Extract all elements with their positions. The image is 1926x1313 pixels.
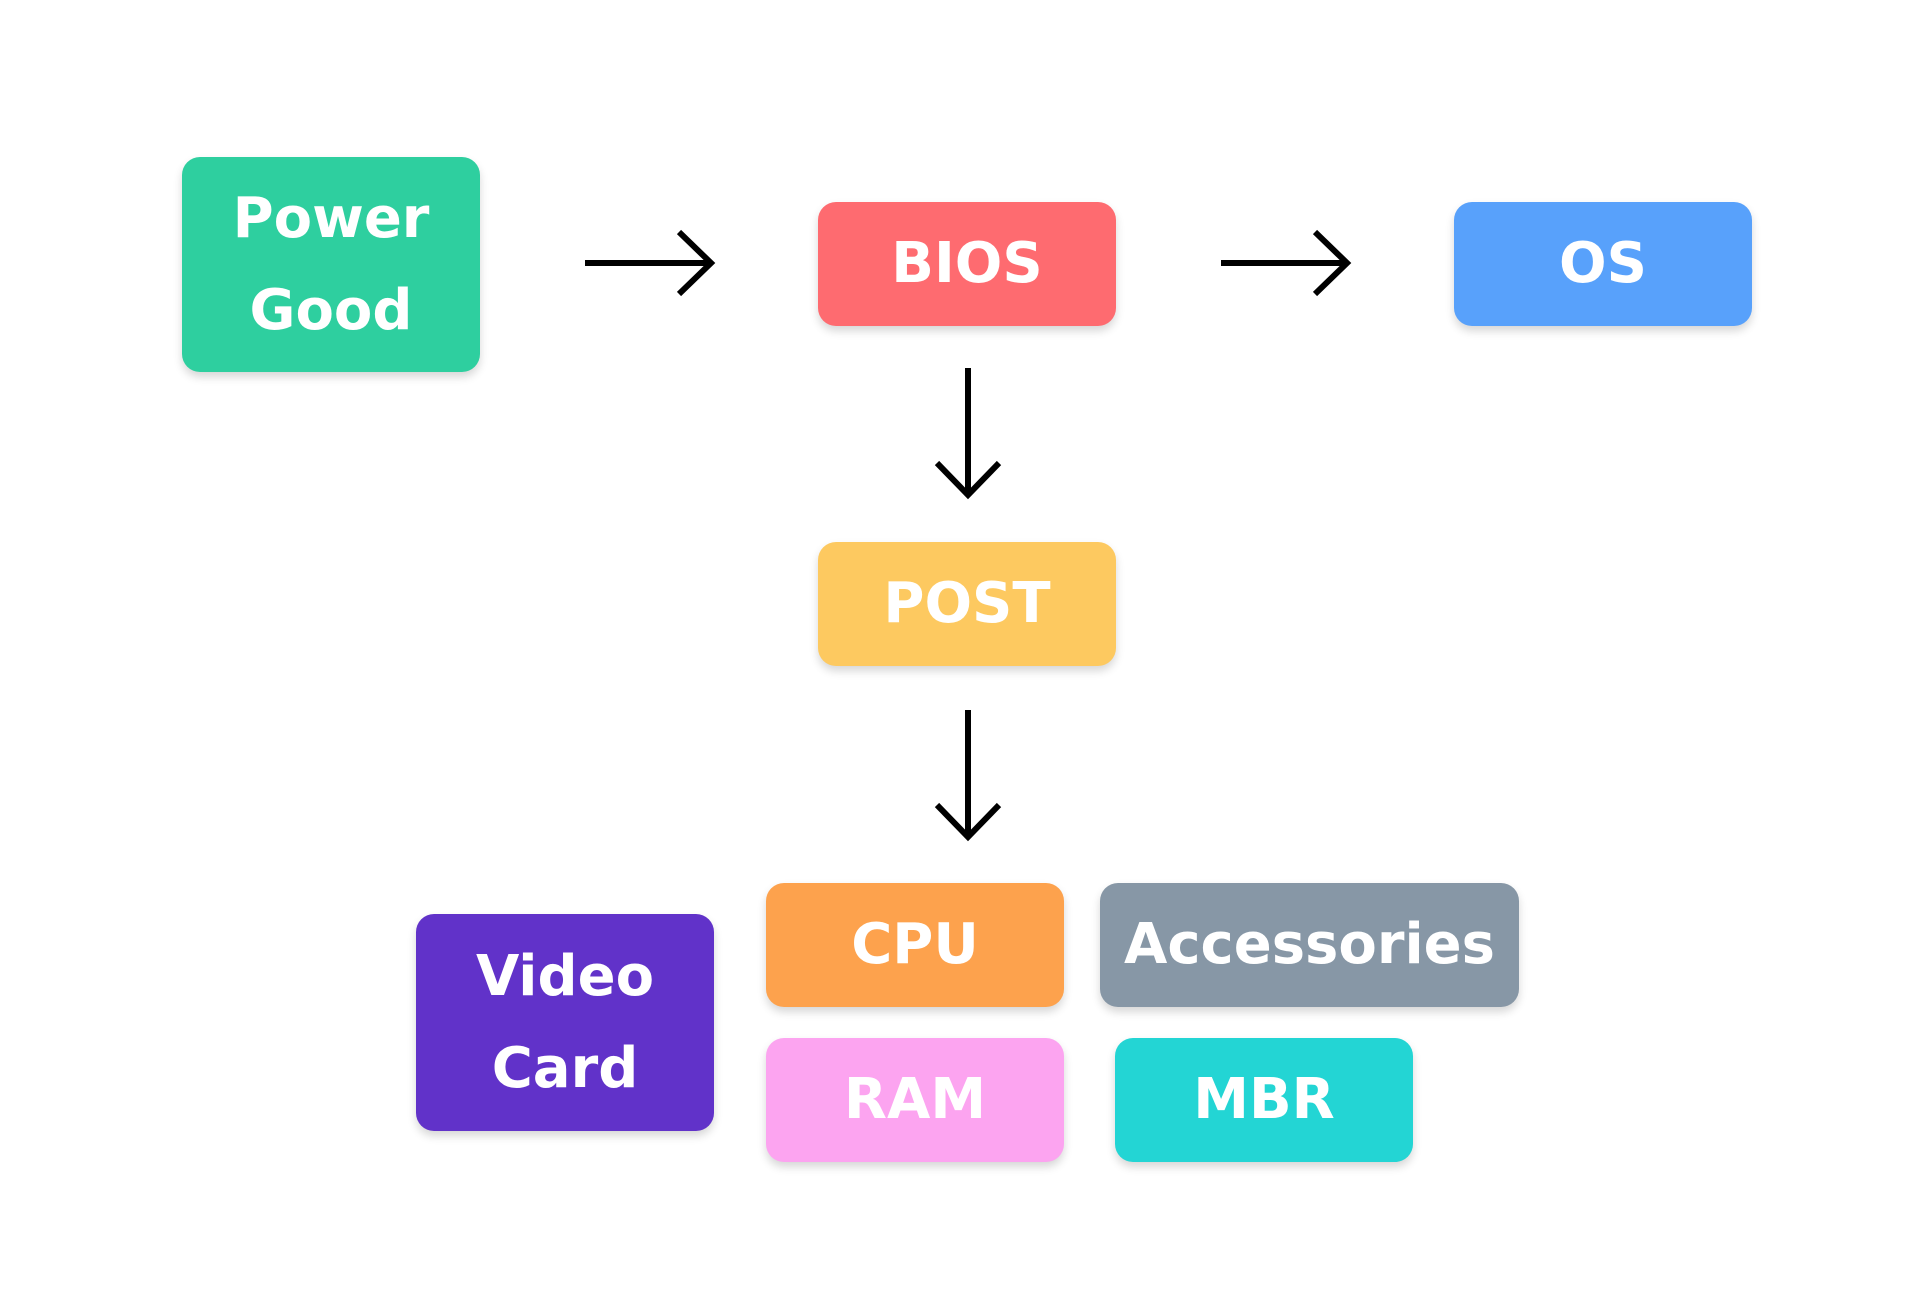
node-os-label: OS [1559, 231, 1647, 296]
node-mbr: MBR [1115, 1038, 1413, 1162]
node-accessories: Accessories [1100, 883, 1519, 1007]
node-video-card-label: Video Card [475, 943, 655, 1101]
arrow-post-to-components [934, 710, 1002, 842]
node-power-good: Power Good [182, 157, 480, 372]
arrow-bios-to-post [934, 368, 1002, 500]
node-bios: BIOS [818, 202, 1116, 326]
node-mbr-label: MBR [1193, 1067, 1335, 1132]
node-ram: RAM [766, 1038, 1064, 1162]
node-os: OS [1454, 202, 1752, 326]
node-post: POST [818, 542, 1116, 666]
node-accessories-label: Accessories [1124, 912, 1495, 977]
arrow-power-good-to-bios [585, 229, 716, 297]
node-video-card: Video Card [416, 914, 714, 1131]
node-post-label: POST [883, 571, 1051, 636]
node-bios-label: BIOS [891, 231, 1043, 296]
arrow-bios-to-os [1221, 229, 1352, 297]
node-cpu-label: CPU [851, 912, 979, 977]
node-cpu: CPU [766, 883, 1064, 1007]
node-ram-label: RAM [843, 1067, 987, 1132]
node-power-good-label: Power Good [232, 185, 430, 343]
